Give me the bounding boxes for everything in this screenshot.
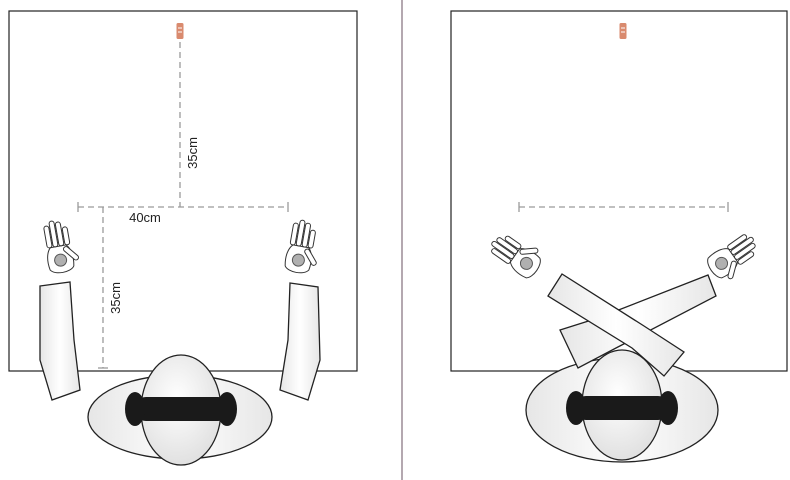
head-mounted-display-band	[574, 396, 670, 420]
dimension-label-bottom-vertical: 35cm	[108, 282, 123, 314]
dimension-label-top-vertical: 35cm	[185, 137, 200, 169]
dimension-label-horizontal: 40cm	[129, 210, 161, 225]
sensor-icon	[177, 23, 184, 39]
left-panel: 35cm 40cm 35cm	[9, 11, 357, 465]
right-panel	[451, 11, 787, 462]
sensor-icon	[620, 23, 627, 39]
head-mounted-display-band	[134, 397, 230, 421]
